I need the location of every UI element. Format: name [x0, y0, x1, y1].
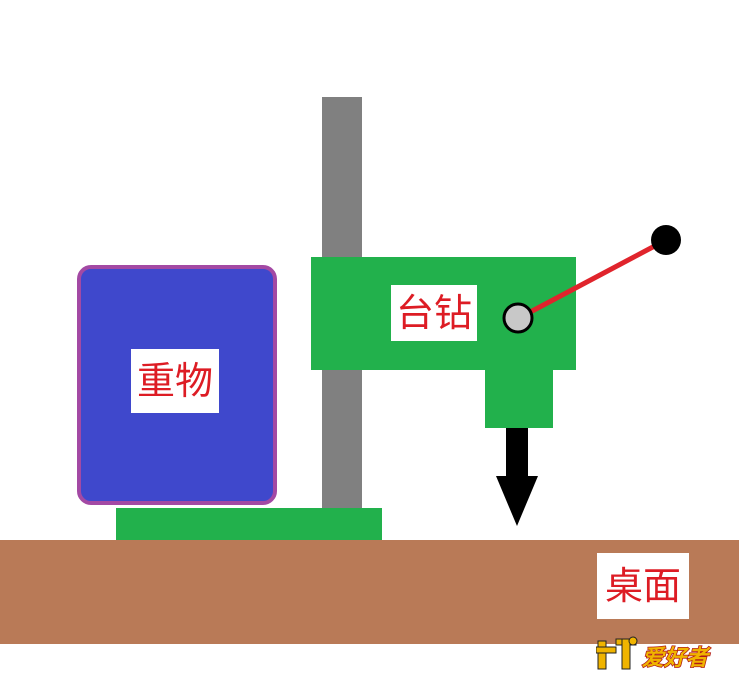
lever-knob-icon	[651, 225, 681, 255]
weight-block	[77, 265, 277, 505]
drill-spindle	[485, 368, 553, 428]
desk-label: 桌面	[597, 553, 689, 619]
drill-base	[116, 508, 382, 542]
weight-label: 重物	[131, 349, 219, 413]
down-arrow-icon	[496, 428, 538, 526]
drill-label: 台钻	[391, 285, 477, 341]
logo-text: 爱好者	[642, 646, 711, 671]
brand-logo-icon: 爱好者	[595, 635, 720, 672]
